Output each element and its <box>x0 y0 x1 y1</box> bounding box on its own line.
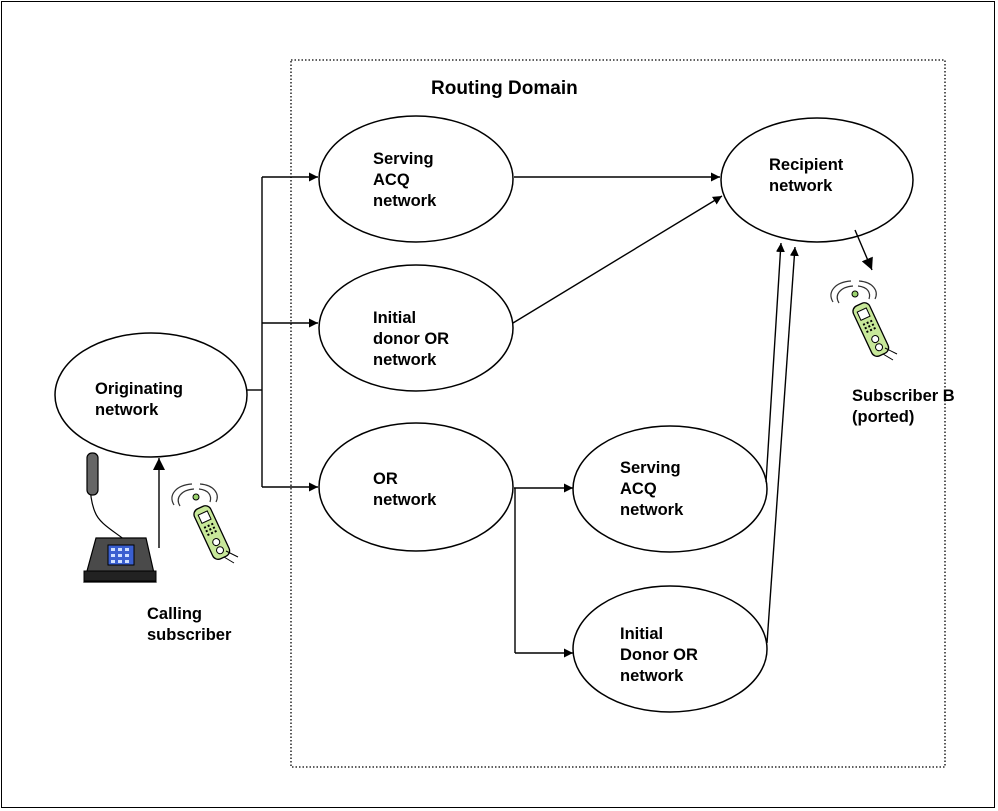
serving-acq-network-bottom-node <box>572 425 768 553</box>
originating-network-label: Originating network <box>95 380 183 419</box>
arrow-initial-donor-to-recipient <box>512 195 723 324</box>
calling-subscriber-label: Calling subscriber <box>147 605 232 644</box>
mobile-phone-icon <box>171 483 239 564</box>
routing-domain-title: Routing Domain <box>431 78 578 99</box>
arrow-recipient-to-subscriber-b <box>854 229 873 271</box>
initial-donor-network-top-node <box>318 264 514 392</box>
arrow-initial-donor-bottom-to-recipient <box>766 246 799 644</box>
recipient-network-label: Recipient network <box>769 156 844 195</box>
serving-acq-network-top-node <box>318 115 514 243</box>
recipient-network-node <box>720 117 914 243</box>
routing-domain-box <box>290 59 946 768</box>
subscriber-b-mobile-phone-icon <box>830 280 898 361</box>
serving-acq-network-bottom-label: Serving ACQ network <box>620 459 684 519</box>
initial-donor-network-top-label: Initial donor OR network <box>373 309 450 369</box>
desk-phone-icon <box>83 452 157 583</box>
originating-network-node <box>54 332 248 458</box>
or-network-label: OR network <box>373 470 437 509</box>
subscriber-b-label: Subscriber B (ported) <box>852 387 955 426</box>
connectors <box>153 172 873 658</box>
or-network-node <box>318 422 514 552</box>
initial-donor-network-bottom-label: Initial Donor OR network <box>620 625 698 685</box>
serving-acq-network-top-label: Serving ACQ network <box>373 150 437 210</box>
arrow-serving-acq-bottom-to-recipient <box>765 242 785 483</box>
initial-donor-network-bottom-node <box>572 585 768 713</box>
